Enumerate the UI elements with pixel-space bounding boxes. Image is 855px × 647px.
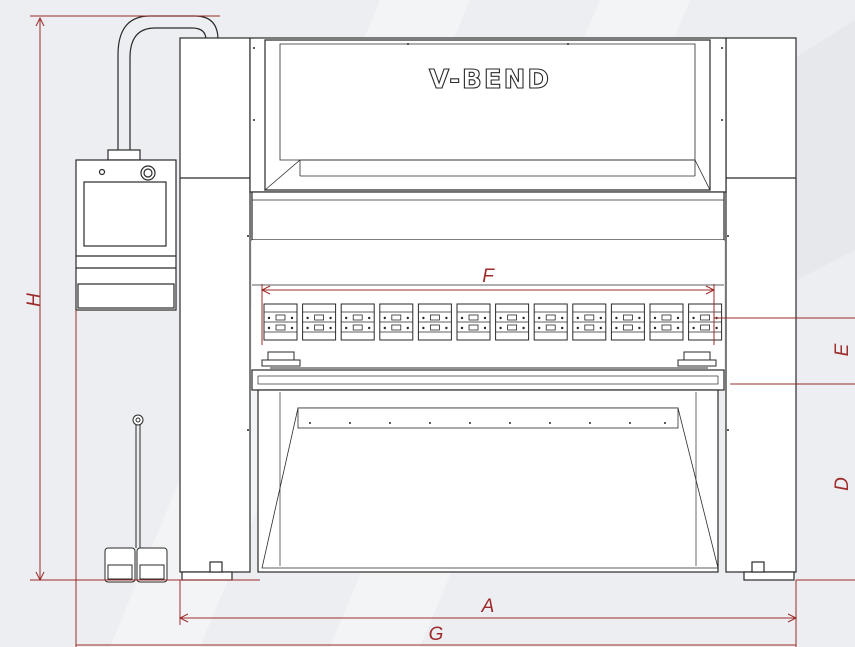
tool-clamp: [340, 303, 375, 341]
tool-clamp: [456, 303, 491, 341]
tool-clamp: [610, 303, 645, 341]
tool-clamp: [688, 303, 723, 341]
back-gauge: [261, 351, 717, 369]
tool-clamp: [417, 303, 452, 341]
frame-bolts: [247, 43, 729, 431]
dimension-labels: H F A G E D: [24, 266, 853, 645]
machine-frame: [179, 37, 797, 581]
upper-ram: [251, 191, 725, 241]
dim-label-e-right: E: [832, 343, 853, 356]
right-frame: [725, 37, 797, 573]
indicator-light: [98, 168, 106, 176]
control-screen-icon: [83, 181, 167, 247]
foot-pedal-icon: [104, 414, 168, 583]
tool-clamp: [302, 303, 337, 341]
dim-label-h: H: [24, 293, 45, 307]
dim-label-d-right: D: [832, 477, 853, 491]
tool-clamp: [649, 303, 684, 341]
dim-label-f-top: F: [482, 266, 495, 287]
tool-clamp: [533, 303, 568, 341]
left-frame: [179, 37, 251, 573]
tool-clamp: [495, 303, 530, 341]
dim-label-a: A: [481, 596, 495, 617]
tool-clamp: [263, 303, 298, 341]
dim-label-g: G: [429, 624, 444, 645]
brand-logo: V-BEND: [428, 64, 551, 95]
tool-clamp: [572, 303, 607, 341]
tool-clamp-row: [263, 303, 723, 341]
svg-text:V-BEND: V-BEND: [429, 65, 551, 95]
control-panel: [75, 149, 177, 311]
tool-clamp: [379, 303, 414, 341]
dimension-lines: [30, 15, 855, 647]
